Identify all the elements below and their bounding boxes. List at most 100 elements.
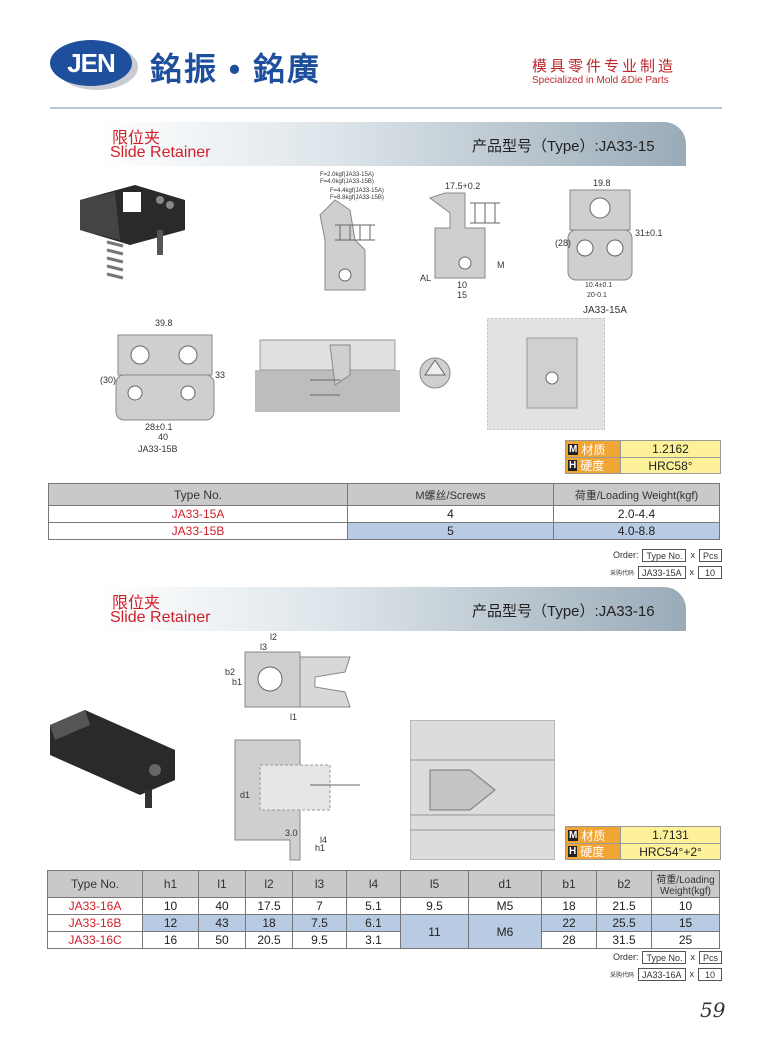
product-type: 产品型号（Type）:JA33-15 [472,138,655,155]
drawing-mounting-hole [487,318,605,430]
order-code-value: JA33-16A [637,967,686,981]
cell: 15 [651,914,720,932]
cell: 20.5 [245,931,293,949]
times-sign: x [689,969,695,979]
hardness-value: HRC54°+2° [621,844,720,859]
cell: 4 [347,505,554,523]
times-sign: x [690,550,695,560]
order-pcs-box: Pcs [698,548,722,562]
times-sign: x [689,567,695,577]
drawing-assembly-section [255,339,400,412]
slogan-en: Specialized in Mold &Die Parts [532,75,669,86]
cell: 16 [142,931,199,949]
cell: 10 [142,897,199,915]
cell: 22 [541,914,597,932]
cell: 9.5 [292,931,347,949]
material-value: 1.7131 [621,827,720,843]
header-divider [50,107,722,109]
page-number: 59 [700,998,726,1022]
hardness-label: 硬度 [580,459,605,473]
material-icon: M [568,443,579,455]
drawing-assembly-ja33-16 [410,720,555,860]
cell: 6.1 [346,914,401,932]
product-photo-ja33-16 [50,710,175,808]
col-header: Type No. [48,483,348,506]
drawing-front-view-ja33-15a: 19.8 31±0.1 (28) 10.4±0.1 20-0.1 JA33-15… [555,178,663,316]
section-title-en: Slide Retainer [110,609,211,626]
cell-type: JA33-16B [47,914,143,932]
hardness-icon: H [568,460,578,471]
order-label: Order: [612,550,639,560]
cell-merged: 11 [400,914,469,949]
col-header: l4 [346,870,401,898]
cell: 4.0-8.8 [553,522,720,540]
order-pcs-box: Pcs [698,950,722,964]
spec-table-ja33-16: Type No. h1 l1 l2 l3 l4 l5 d1 b1 b2 荷重/L… [47,870,720,949]
section-banner-ja33-15: 限位夹 Slide Retainer 产品型号（Type）:JA33-15 [100,122,686,166]
logo: JEN [50,40,132,86]
col-header: d1 [468,870,542,898]
cell: 28 [541,931,597,949]
order-qty: 10 [698,565,722,579]
cell: 17.5 [245,897,293,915]
cell: 3.1 [346,931,401,949]
cell-type: JA33-15A [48,505,348,523]
cell: 5.1 [346,897,401,915]
cell: 40 [198,897,246,915]
col-header: 荷重/Loading Weight(kgf) [553,483,720,506]
drawing-side-view-force: F=2.0kgf(JA33-15A) F=4.0kgf(JA33-15B) F=… [305,170,395,300]
order-label: Order: [612,952,639,962]
material-label: 材质 [581,828,606,843]
cell: 7 [292,897,347,915]
col-header: l3 [292,870,347,898]
col-header: l1 [198,870,246,898]
cell-type: JA33-16A [47,897,143,915]
cell: 43 [198,914,246,932]
table-row: JA33-16C 16 50 20.5 9.5 3.1 28 31.5 25 [47,931,720,949]
order-qty: 10 [698,967,722,981]
drawing-side-view-dimensions: 17.5+0.2 M AL 10 15 [420,181,505,300]
cell: 31.5 [596,931,652,949]
col-header: Type No. [47,870,143,898]
col-header: l2 [245,870,293,898]
section-title-cn: 限位夹 [112,595,161,612]
cell: 7.5 [292,914,347,932]
cell: 25 [651,931,720,949]
cell-merged: M6 [468,914,542,949]
cell: 5 [347,522,554,540]
material-label: 材质 [581,442,606,457]
section-title-en: Slide Retainer [110,144,211,161]
cell: 2.0-4.4 [553,505,720,523]
col-header: b1 [541,870,597,898]
company-name: 銘振 • 銘廣 [150,51,321,87]
order-type-box: Type No. [642,950,687,964]
cell: 18 [245,914,293,932]
hardness-icon: H [568,846,578,857]
times-sign: x [690,952,695,962]
slogan-cn: 模具零件专业制造 [532,57,677,75]
hardness-value: HRC58° [621,458,720,473]
order-code-label: 采购代码 [609,570,634,577]
cell: 50 [198,931,246,949]
cell: 10 [651,897,720,915]
col-header: 荷重/Loading Weight(kgf) [651,870,720,898]
table-row: JA33-16B 12 43 18 7.5 6.1 11 M6 22 25.5 … [47,914,720,949]
section-banner-ja33-16: 限位夹 Slide Retainer 产品型号（Type）:JA33-16 [100,587,686,631]
material-value: 1.2162 [621,441,720,457]
drawing-detail-angle [419,357,451,389]
cell-type: JA33-16C [47,931,143,949]
order-code-value: JA33-15A [637,565,686,579]
product-type: 产品型号（Type）:JA33-16 [472,603,655,620]
drawing-section-view-ja33-16: d1 3.0 l4 h1 [230,735,380,870]
cell: 9.5 [400,897,469,915]
section-title-cn: 限位夹 [112,130,161,147]
col-header: h1 [142,870,199,898]
cell-type: JA33-15B [48,522,348,540]
